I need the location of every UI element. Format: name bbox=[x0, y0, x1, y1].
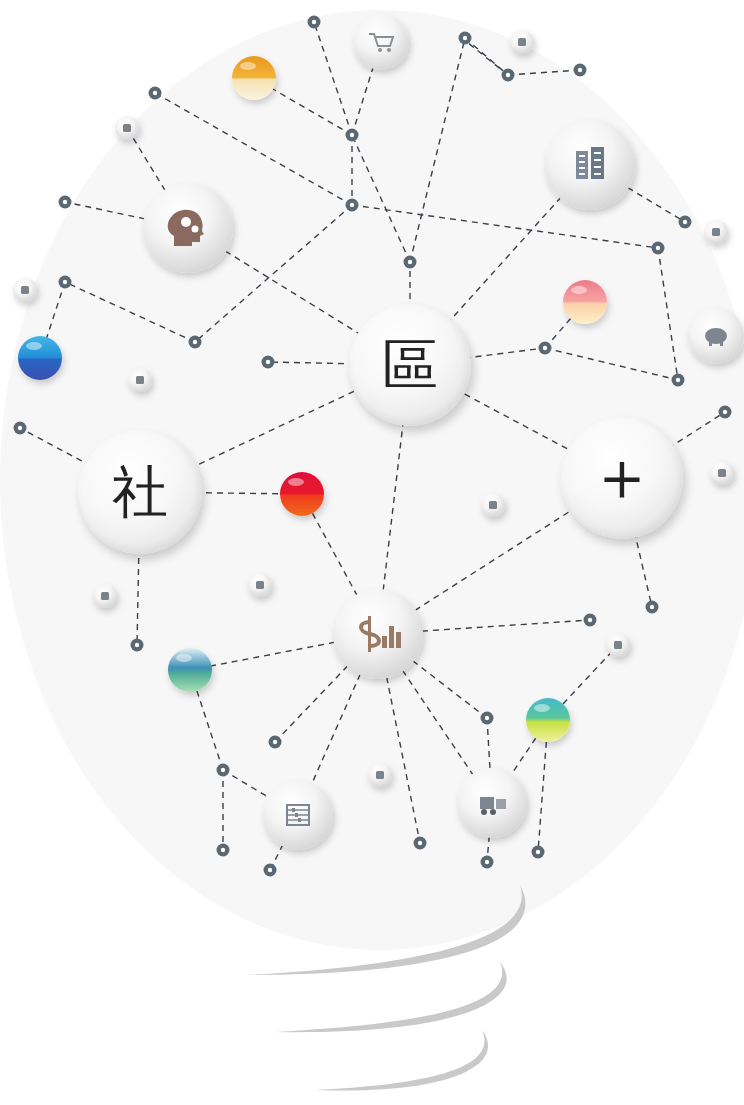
sphere-label: + bbox=[599, 450, 646, 506]
text-sphere: 社 bbox=[78, 430, 202, 554]
text-sphere: + bbox=[561, 417, 683, 539]
sphere-label: 區 bbox=[382, 337, 438, 393]
sphere-label: 社 bbox=[112, 464, 168, 520]
text-sphere: 區 bbox=[349, 304, 471, 426]
dashed-connector bbox=[465, 394, 568, 449]
dashed-connector bbox=[197, 391, 354, 465]
